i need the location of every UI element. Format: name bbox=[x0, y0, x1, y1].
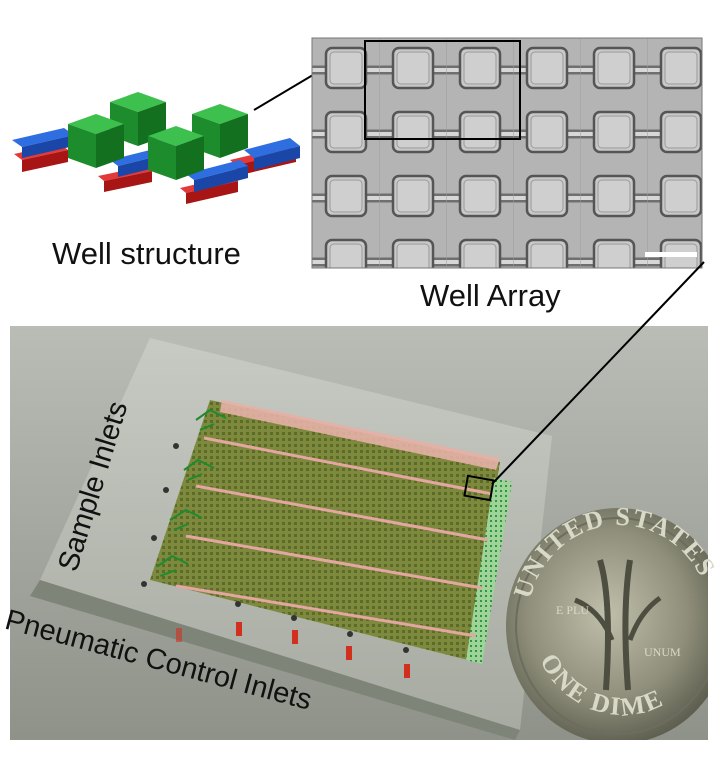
coin-right-letters: UNUM bbox=[644, 645, 681, 659]
coin-top-text: UNITED STATES bbox=[508, 502, 717, 602]
zoom-box-icon bbox=[364, 40, 521, 140]
well-cube-icon bbox=[148, 126, 204, 180]
well-structure-illustration bbox=[12, 92, 300, 204]
well-structure-label: Well structure bbox=[52, 236, 241, 271]
svg-text:UNITED STATES: UNITED STATES bbox=[508, 502, 717, 602]
well-array-micrograph bbox=[311, 37, 703, 269]
dime-coin bbox=[506, 508, 708, 740]
scale-bar-icon bbox=[645, 252, 697, 257]
well-array-label: Well Array bbox=[420, 278, 561, 313]
connector-line-photo bbox=[491, 261, 705, 485]
coin-bottom-text: ONE DIME bbox=[534, 648, 666, 721]
well-cube-icon bbox=[68, 114, 124, 168]
coin-left-letters: E PLU bbox=[556, 603, 589, 617]
svg-text:ONE DIME: ONE DIME bbox=[534, 648, 668, 721]
chip-photo bbox=[10, 326, 708, 740]
